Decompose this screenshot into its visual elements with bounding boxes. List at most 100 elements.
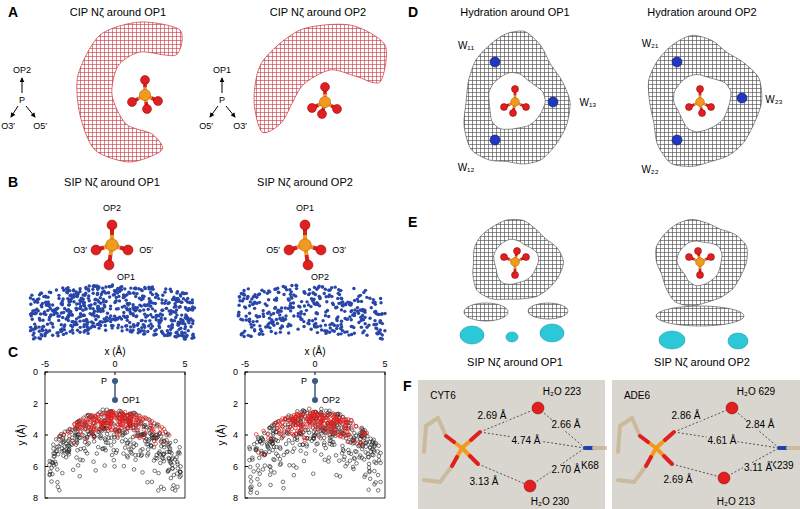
- nz-position: [287, 331, 290, 334]
- cip-point: [143, 432, 147, 436]
- sip-point: [118, 423, 122, 427]
- nz-position: [40, 304, 43, 307]
- nz-position: [253, 307, 256, 310]
- nz-position: [132, 291, 135, 294]
- nz-position: [92, 292, 95, 295]
- nz-position: [92, 325, 95, 328]
- nz-position: [265, 304, 268, 307]
- nz-position: [250, 297, 253, 300]
- nz-position: [161, 294, 164, 297]
- nz-position: [82, 325, 85, 328]
- nz-position: [114, 290, 117, 293]
- nz-position: [149, 322, 152, 325]
- nz-position: [365, 296, 368, 299]
- nz-position: [324, 332, 327, 335]
- cip-point: [377, 454, 381, 458]
- nz-position: [336, 324, 339, 327]
- nz-position: [324, 314, 327, 317]
- nz-position: [373, 301, 376, 304]
- nz-position: [309, 328, 312, 331]
- nz-position: [94, 318, 97, 321]
- nz-position: [328, 331, 331, 334]
- nz-position: [173, 302, 176, 305]
- cip-point: [96, 445, 100, 449]
- nz-position: [352, 287, 355, 290]
- sip-point: [85, 428, 89, 432]
- nz-position: [318, 295, 321, 298]
- tick: [45, 466, 48, 467]
- nz-position: [114, 300, 117, 303]
- oxygen-atom: [107, 220, 117, 230]
- nz-position: [163, 334, 166, 337]
- nz-position: [314, 317, 317, 320]
- cip-point: [81, 458, 85, 462]
- sip-point: [92, 426, 96, 430]
- nz-position: [176, 323, 179, 326]
- nz-position: [57, 294, 60, 297]
- cip-point: [129, 450, 133, 454]
- nz-position: [330, 286, 333, 289]
- cip-point: [167, 457, 171, 461]
- nz-position: [70, 294, 73, 297]
- cip-point: [160, 456, 164, 460]
- nz-position: [184, 325, 187, 328]
- sip-point: [106, 415, 110, 419]
- cip-point: [112, 458, 116, 462]
- tick: [45, 435, 48, 436]
- cip-point: [125, 431, 129, 435]
- nz-position: [249, 300, 252, 303]
- nz-position: [83, 314, 86, 317]
- nz-position: [307, 293, 310, 296]
- nz-position: [143, 304, 146, 307]
- nz-position: [143, 326, 146, 329]
- nz-position: [166, 334, 169, 337]
- oxygen-atom: [333, 105, 342, 114]
- nz-position: [171, 319, 174, 322]
- nz-position: [259, 328, 262, 331]
- nz-position: [296, 327, 299, 330]
- nz-position: [81, 293, 84, 296]
- nz-position: [76, 329, 79, 332]
- nz-position: [110, 324, 113, 327]
- nz-position: [101, 309, 104, 312]
- sip-point: [163, 440, 167, 444]
- nz-position: [51, 303, 54, 306]
- cip-point: [163, 439, 167, 443]
- nz-position: [129, 329, 132, 332]
- cip-point: [169, 476, 173, 480]
- nz-position: [237, 304, 240, 307]
- nz-position: [42, 295, 45, 298]
- nz-position: [154, 296, 157, 299]
- sip-point: [142, 435, 146, 439]
- nz-position: [170, 290, 173, 293]
- nz-position: [97, 285, 100, 288]
- cip-point: [62, 433, 66, 437]
- nz-position: [142, 332, 145, 335]
- nz-position: [61, 316, 64, 319]
- nz-position: [155, 328, 158, 331]
- nz-position: [278, 317, 281, 320]
- nz-position: [356, 297, 359, 300]
- nz-position: [147, 307, 150, 310]
- cip-point: [145, 454, 149, 458]
- cip-point: [155, 453, 159, 457]
- nz-position: [242, 289, 245, 292]
- nz-position: [125, 324, 128, 327]
- tick: [385, 372, 386, 375]
- nz-position: [88, 284, 91, 287]
- sip-point: [142, 428, 146, 432]
- nz-position: [274, 332, 277, 335]
- nz-position: [261, 333, 264, 336]
- nz-position: [89, 306, 92, 309]
- cip-point: [376, 489, 380, 493]
- sip-point: [79, 425, 83, 429]
- nz-position: [379, 297, 382, 300]
- nz-position: [244, 314, 247, 317]
- nz-position: [378, 332, 381, 335]
- cip-point: [120, 440, 124, 444]
- nz-position: [68, 289, 71, 292]
- nz-position: [348, 303, 351, 306]
- nz-position: [164, 299, 167, 302]
- nz-position: [97, 315, 100, 318]
- cip-point: [154, 436, 158, 440]
